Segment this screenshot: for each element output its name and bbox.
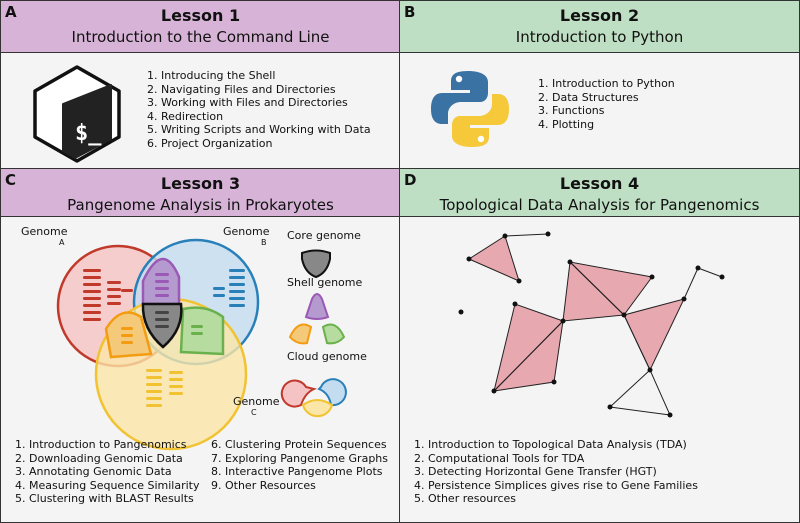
genome-a-label: Genome bbox=[21, 225, 68, 238]
topic-item: 3. Working with Files and Directories bbox=[147, 96, 348, 110]
genome-c-label: Genome bbox=[233, 395, 280, 408]
panel-c-header: C Lesson 3 Pangenome Analysis in Prokary… bbox=[1, 169, 400, 217]
genome-b-sublabel: B bbox=[261, 238, 267, 247]
panel-c: C Lesson 3 Pangenome Analysis in Prokary… bbox=[0, 168, 401, 523]
lesson-4-title: Lesson 4 bbox=[559, 174, 640, 193]
lesson-3-title: Lesson 3 bbox=[160, 174, 241, 193]
pangenome-venn-diagram bbox=[56, 238, 347, 451]
topic-item: 1. Introducing the Shell bbox=[147, 69, 276, 82]
topic-item: 3. Annotating Genomic Data bbox=[15, 465, 172, 479]
lesson-2-subtitle: Introduction to Python bbox=[515, 28, 684, 46]
cloud-genome-legend-icon-blue bbox=[317, 378, 347, 407]
panel-d: D Lesson 4 Topological Data Analysis for… bbox=[399, 168, 800, 523]
lesson-4-topics: 1. Introduction to Topological Data Anal… bbox=[414, 438, 698, 506]
topic-item: 6. Clustering Protein Sequences bbox=[211, 438, 387, 451]
topic-item: 1. Introduction to Python bbox=[538, 77, 675, 90]
cloud-genome-legend-icon-red bbox=[280, 379, 318, 408]
topic-item: 4. Persistence Simplices gives rise to G… bbox=[414, 478, 698, 492]
topic-item: 9. Other Resources bbox=[211, 478, 316, 492]
lesson-3-subtitle: Pangenome Analysis in Prokaryotes bbox=[67, 196, 334, 214]
topic-item: 5. Other resources bbox=[414, 492, 517, 506]
lesson-1-title: Lesson 1 bbox=[160, 6, 241, 25]
lesson-4-subtitle: Topological Data Analysis for Pangenomic… bbox=[439, 196, 760, 214]
topic-item: 5. Writing Scripts and Working with Data bbox=[147, 123, 371, 137]
topic-item: 4. Redirection bbox=[147, 109, 224, 123]
cloud-genome-label: Cloud genome bbox=[287, 350, 367, 363]
shell-genome-legend-icon-orange bbox=[288, 323, 313, 345]
cloud-genome-legend-icon-yellow bbox=[301, 399, 334, 418]
bash-prompt-text: $_ bbox=[75, 121, 102, 146]
simplex-triangle-1 bbox=[467, 235, 520, 282]
genome-b-label: Genome bbox=[223, 225, 270, 238]
panel-b-header: B Lesson 2 Introduction to Python bbox=[400, 1, 799, 53]
genome-c-sublabel: C bbox=[251, 408, 257, 417]
topic-item: 1. Introduction to Topological Data Anal… bbox=[414, 438, 687, 451]
topic-item: 7. Exploring Pangenome Graphs bbox=[211, 451, 389, 465]
topic-item: 4. Measuring Sequence Similarity bbox=[15, 478, 200, 492]
shell-genome-legend-icon-green bbox=[321, 323, 346, 345]
topic-item: 2. Data Structures bbox=[538, 90, 639, 104]
panel-d-letter: D bbox=[404, 171, 417, 189]
topic-item: 3. Functions bbox=[538, 104, 605, 118]
topic-item: 2. Computational Tools for TDA bbox=[414, 451, 585, 465]
python-logo-icon bbox=[431, 71, 509, 147]
core-genome-legend-icon bbox=[301, 249, 331, 279]
simplicial-complex-diagram bbox=[458, 231, 725, 418]
panel-b-letter: B bbox=[404, 3, 416, 21]
topic-item: 8. Interactive Pangenome Plots bbox=[211, 465, 383, 479]
lesson-1-subtitle: Introduction to the Command Line bbox=[71, 28, 330, 46]
topic-item: 2. Navigating Files and Directories bbox=[147, 82, 336, 96]
panel-c-letter: C bbox=[5, 171, 17, 189]
lesson-2-title: Lesson 2 bbox=[559, 6, 640, 25]
topic-item: 5. Clustering with BLAST Results bbox=[15, 492, 194, 506]
topic-item: 3. Detecting Horizontal Gene Transfer (H… bbox=[414, 465, 657, 479]
panel-a: A Lesson 1 Introduction to the Command L… bbox=[0, 0, 401, 170]
shell-genome-legend-icon-purple bbox=[304, 293, 330, 320]
core-genome-label: Core genome bbox=[287, 229, 361, 242]
panel-a-header: A Lesson 1 Introduction to the Command L… bbox=[1, 1, 400, 53]
genome-a-sublabel: A bbox=[59, 238, 65, 247]
panel-d-header: D Lesson 4 Topological Data Analysis for… bbox=[400, 169, 799, 217]
topic-item: 1. Introduction to Pangenomics bbox=[15, 438, 187, 451]
shell-genome-label: Shell genome bbox=[287, 276, 363, 289]
topic-item: 6. Project Organization bbox=[147, 136, 273, 150]
shell-region-bc bbox=[179, 306, 225, 356]
bash-terminal-icon: $_ bbox=[33, 65, 121, 163]
panel-a-letter: A bbox=[5, 3, 17, 21]
topic-item: 2. Downloading Genomic Data bbox=[15, 451, 183, 465]
topic-item: 4. Plotting bbox=[538, 117, 595, 131]
panel-b: B Lesson 2 Introduction to Python 1. Int… bbox=[399, 0, 800, 170]
